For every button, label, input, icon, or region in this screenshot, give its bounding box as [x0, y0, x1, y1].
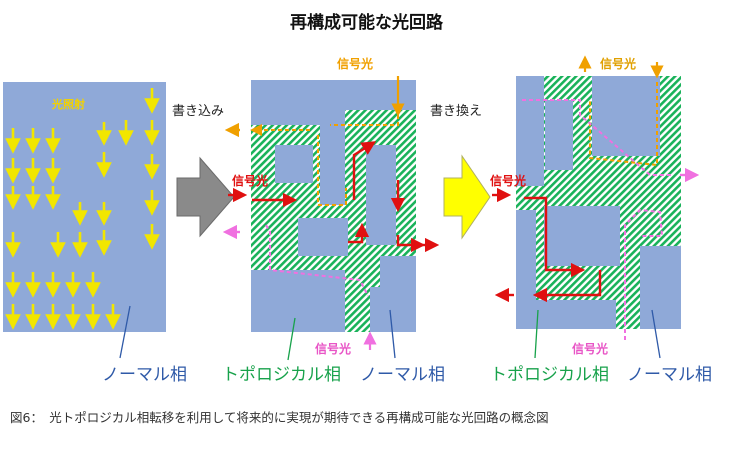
- panel2-topological-label: トポロジカル相: [222, 365, 341, 385]
- illumination-label: 光照射: [52, 98, 85, 111]
- panel-illuminated-normal: [3, 82, 166, 359]
- panel2-signal-bottom: 信号光: [315, 342, 352, 356]
- figure-caption: 図6： 光トポロジカル相転移を利用して将来的に実現が期待できる再構成可能な光回路…: [10, 410, 549, 425]
- panel3-signal-bottom: 信号光: [572, 342, 609, 356]
- diagram-title: 再構成可能な光回路: [290, 13, 443, 33]
- panel1-normal-phase-label: ノーマル相: [102, 365, 187, 385]
- panel2-normal-label: ノーマル相: [360, 365, 445, 385]
- panel3-signal-left: 信号光: [490, 174, 527, 188]
- panel-written-circuit: [222, 76, 440, 361]
- panel3-signal-top: 信号光: [600, 57, 637, 71]
- panel3-topological-label: トポロジカル相: [490, 365, 609, 385]
- write-label: 書き込み: [172, 104, 225, 119]
- panel2-signal-left: 信号光: [232, 174, 269, 188]
- write-process-arrow: [176, 156, 235, 238]
- panel2-signal-top: 信号光: [337, 57, 374, 71]
- rewrite-process-arrow: [443, 154, 491, 240]
- panel3-normal-label: ノーマル相: [627, 365, 712, 385]
- rewrite-label: 書き換え: [430, 104, 483, 119]
- panel-rewritten-circuit: [492, 55, 700, 359]
